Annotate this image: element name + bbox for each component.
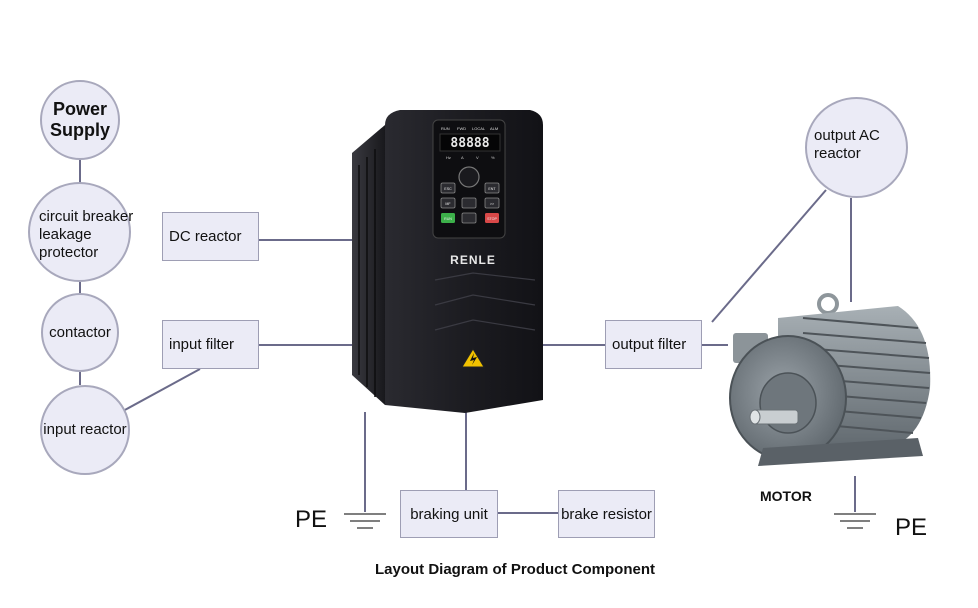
output-ac-reactor-node: output AC reactor (805, 97, 908, 198)
braking-unit-label: braking unit (410, 505, 488, 523)
key-ent (484, 182, 500, 194)
dc-reactor-box: DC reactor (162, 212, 259, 261)
indicator-run: RUN (441, 126, 450, 131)
key-ent-label: ENT (488, 187, 496, 191)
unit-a: A (461, 155, 464, 160)
output-filter-label: output filter (612, 336, 687, 353)
key-stop-label: STOP (487, 217, 497, 221)
key-mf (440, 197, 456, 209)
wire-inputfilter-reactor (122, 368, 201, 412)
unit-hz: Hz (446, 155, 451, 160)
lifting-eye (817, 293, 839, 315)
ground-symbol-right (834, 513, 876, 529)
output-ac-reactor-label: output AC reactor (814, 127, 880, 162)
output-filter-box: output filter (605, 320, 702, 369)
indicator-local: LOCAL (472, 126, 486, 131)
input-filter-label: input filter (169, 336, 235, 353)
indicator-alm: ALM (490, 126, 498, 131)
heatsink-side (352, 125, 385, 405)
key-shift (484, 197, 500, 209)
key-esc (440, 182, 456, 194)
display-digits: 88888 (450, 136, 489, 151)
pe-label-right: PE (895, 514, 928, 541)
power-supply-label: Power Supply (49, 99, 110, 140)
vfd-brand: RENLE (450, 253, 496, 267)
motor-image (718, 288, 943, 483)
input-reactor-label: input reactor (43, 421, 127, 438)
braking-unit-box: braking unit (400, 490, 498, 538)
input-reactor-node: input reactor (40, 385, 130, 475)
circuit-breaker-label: circuit breaker leakage protector (39, 208, 134, 261)
vfd-drive-image: RUN FWD LOCAL ALM 88888 Hz A V % (345, 105, 545, 420)
wire-outputfilter-acreactor (711, 189, 827, 323)
motor-label: MOTOR (760, 488, 812, 504)
key-up (461, 197, 477, 209)
key-run (441, 213, 455, 223)
ground-symbol-left (344, 513, 386, 529)
dc-reactor-label: DC reactor (169, 228, 242, 245)
motor-feet (758, 438, 923, 466)
lcd-display (439, 133, 501, 152)
jog-dial (458, 166, 480, 188)
diagram-caption: Layout Diagram of Product Component (374, 561, 655, 578)
key-stop (485, 213, 499, 223)
unit-v: V (476, 155, 479, 160)
key-run-label: RUN (444, 217, 452, 221)
unit-percent: % (491, 155, 495, 160)
power-supply-node: Power Supply (40, 80, 120, 160)
key-down (461, 212, 477, 224)
key-mf-label: MF (445, 202, 451, 206)
contactor-label: contactor (49, 323, 111, 341)
input-filter-box: input filter (162, 320, 259, 369)
circuit-breaker-node: circuit breaker leakage protector (28, 182, 133, 282)
indicator-fwd: FWD (457, 126, 466, 131)
key-shift-label: >> (490, 202, 494, 206)
brake-resistor-box: brake resistor (558, 490, 655, 538)
key-esc-label: ESC (444, 187, 452, 191)
contactor-node: contactor (41, 293, 119, 372)
pe-label-left: PE (295, 506, 328, 533)
brake-resistor-label: brake resistor (561, 505, 652, 523)
